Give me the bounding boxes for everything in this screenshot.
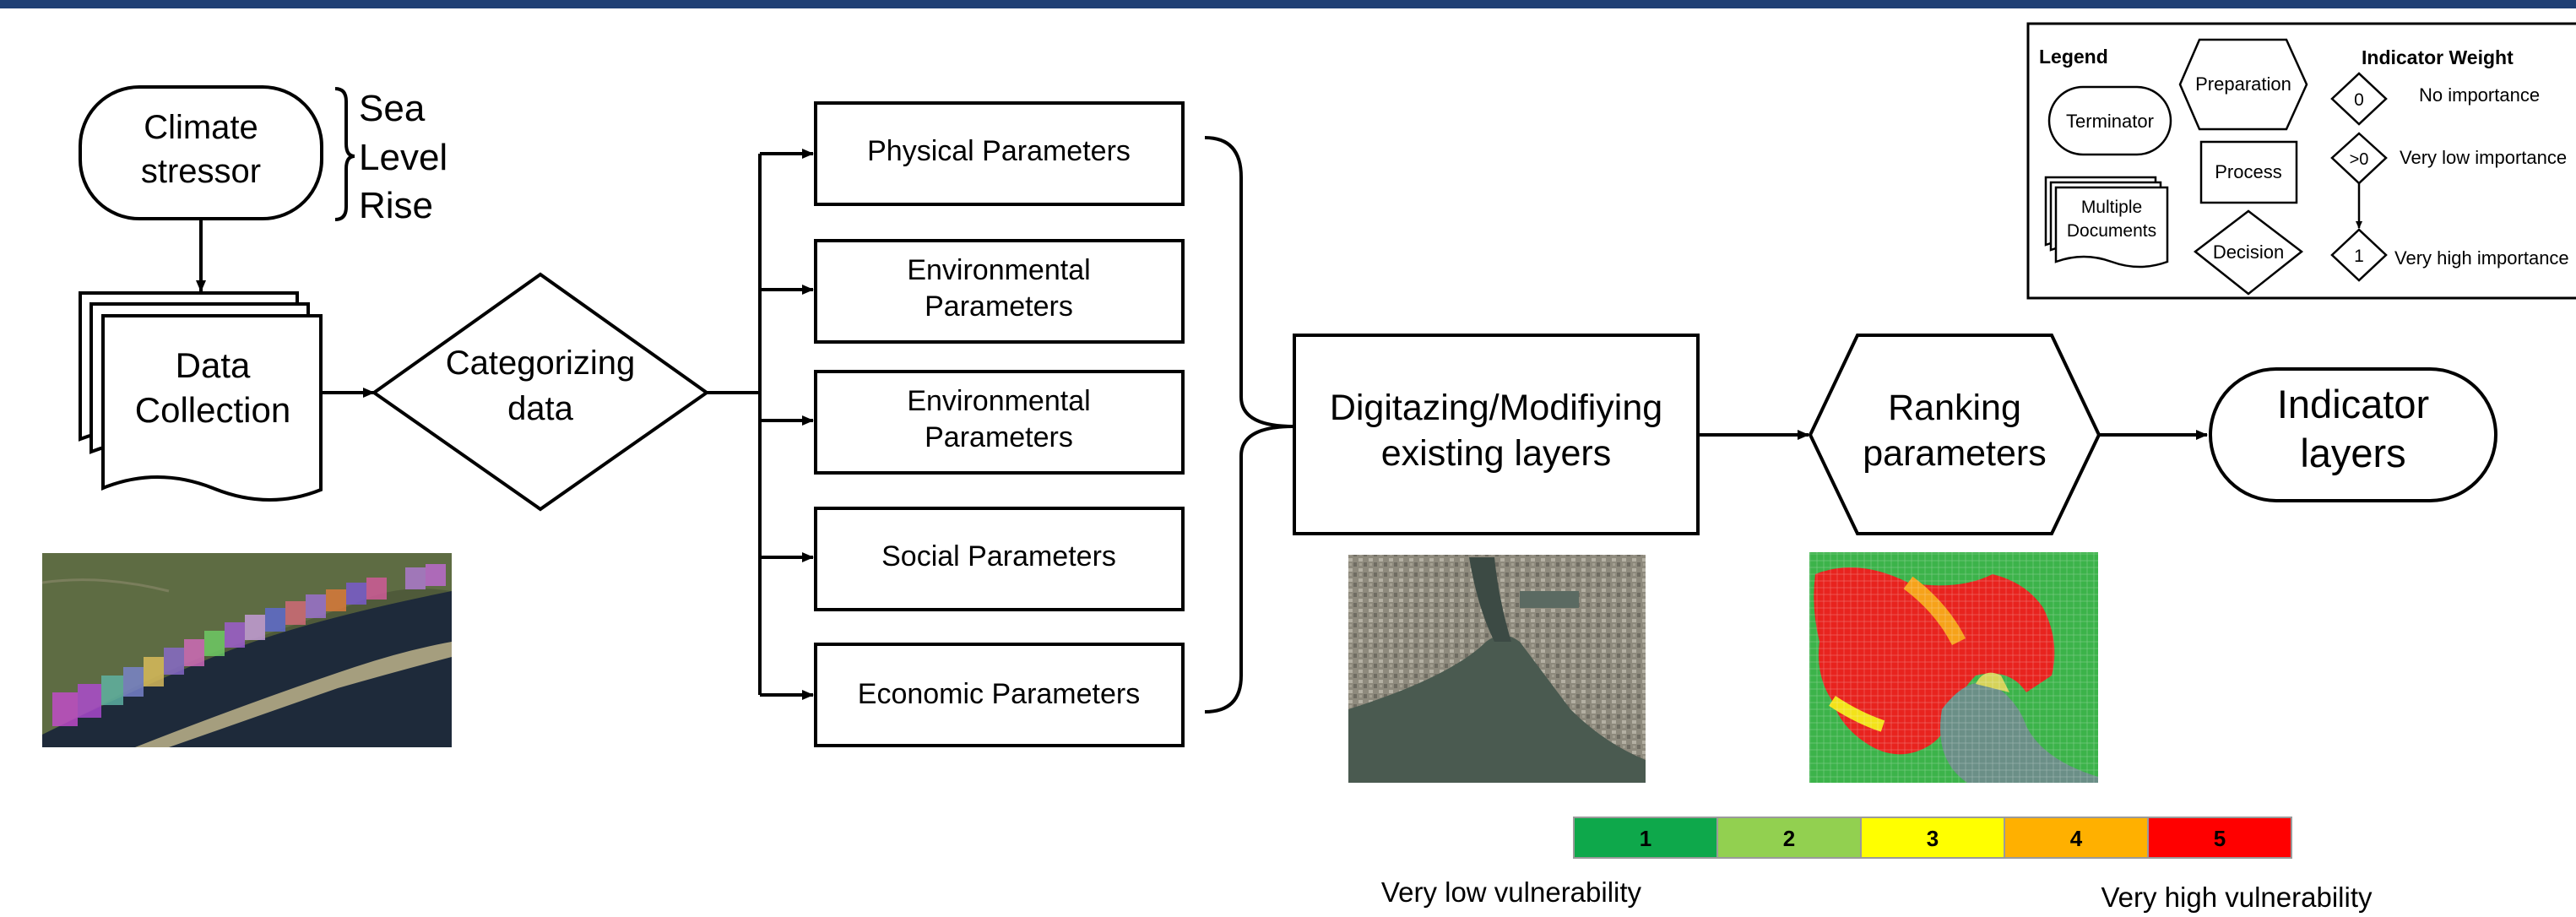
legend-terminator-label: Terminator	[2066, 111, 2154, 132]
coastline-color-zones	[52, 564, 446, 726]
parameter-box-environmental-2: Environmental Parameters	[814, 370, 1185, 475]
data-collection-multiple-documents: Data Collection	[79, 291, 323, 502]
legend-weight-zero-label: No importance	[2419, 84, 2540, 106]
legend-weight-low-label: Very low importance	[2400, 147, 2567, 168]
stressor-sea-label: Sea	[359, 88, 426, 129]
vulnerability-class-label-4: 4	[2070, 826, 2083, 851]
legend-preparation-label: Preparation	[2195, 73, 2291, 95]
indicator-layers-terminator: Indicator layers	[2209, 367, 2497, 502]
legend-weight-high: 1 Very high importance	[2330, 228, 2569, 282]
legend-preparation-shape: Preparation	[2178, 38, 2308, 131]
indicator-label-line1: Indicator	[2277, 382, 2429, 426]
legend-weight-low-symbol: >0	[2350, 150, 2369, 169]
indicator-label-line2: layers	[2300, 431, 2405, 475]
vulnerability-class-label-3: 3	[1927, 826, 1939, 851]
vulnerability-class-2	[1716, 817, 1862, 859]
vulnerability-high-label: Very high vulnerability	[2101, 882, 2373, 913]
vulnerability-scale-bar: 1 2 3 4 5 Very low vulnerability Very high v…	[1381, 817, 2373, 913]
climate-stressor-label-line1: Climate	[144, 109, 258, 146]
vulnerability-class-label-2: 2	[1783, 826, 1795, 851]
digitizing-label-line2: existing layers	[1381, 433, 1611, 474]
physical-parameters-label: Physical Parameters	[867, 135, 1131, 167]
legend-weight-high-label: Very high importance	[2394, 247, 2569, 269]
legend-title: Legend	[2039, 46, 2108, 68]
categorizing-label-line1: Categorizing	[446, 345, 636, 382]
harbor-satellite-image	[1348, 555, 1646, 783]
parameters-brace	[1204, 136, 1294, 714]
economic-parameters-label: Economic Parameters	[858, 678, 1140, 710]
environmental-parameters-1-line2: Parameters	[925, 290, 1073, 323]
vulnerability-class-1	[1573, 817, 1718, 859]
vulnerability-class-label-5: 5	[2214, 826, 2226, 851]
stressor-level-label: Level	[359, 137, 447, 178]
climate-stressor-terminator: Climate stressor	[79, 85, 323, 220]
vulnerability-class-4	[2004, 817, 2149, 859]
legend-process-label: Process	[2215, 161, 2281, 182]
ranking-label-line2: parameters	[1863, 433, 2046, 474]
vulnerability-low-label: Very low vulnerability	[1381, 876, 1642, 908]
ranking-preparation-hexagon: Ranking parameters	[1808, 334, 2101, 535]
legend-process-shape: Process	[2199, 140, 2298, 204]
parameter-box-environmental-1: Environmental Parameters	[814, 239, 1185, 344]
vulnerability-class-5	[2147, 817, 2292, 859]
social-parameters-label: Social Parameters	[881, 540, 1116, 572]
legend-multiple-documents-shape: Multiple Documents	[2044, 176, 2169, 269]
legend-weight-low: >0 Very low importance	[2330, 132, 2567, 185]
legend-multiple-documents-line1: Multiple	[2081, 198, 2142, 217]
legend-decision-shape: Decision	[2193, 209, 2304, 296]
digitizing-label-line1: Digitazing/Modifiying	[1330, 388, 1662, 428]
legend-decision-label: Decision	[2213, 241, 2284, 263]
environmental-parameters-2-line2: Parameters	[925, 421, 1073, 453]
top-banner-bar	[0, 0, 2576, 8]
data-collection-label-line1: Data	[176, 345, 251, 385]
legend-weight-title: Indicator Weight	[2362, 46, 2514, 68]
parameter-box-economic: Economic Parameters	[814, 643, 1185, 747]
ranking-label-line1: Ranking	[1888, 388, 2021, 428]
ranking-heatmap-image	[1809, 552, 2098, 783]
legend-weight-zero-symbol: 0	[2354, 90, 2364, 110]
data-collection-label-line2: Collection	[135, 390, 290, 430]
environmental-parameters-1-line1: Environmental	[907, 254, 1090, 286]
legend-weight-high-symbol: 1	[2354, 247, 2364, 266]
legend-weight-zero: 0 No importance	[2330, 72, 2540, 126]
decision-to-parameters-connectors	[707, 149, 814, 700]
digitizing-process-box: Digitazing/Modifiying existing layers	[1293, 334, 1700, 535]
categorizing-data-decision: Categorizing data	[371, 272, 710, 512]
stressor-brace	[334, 87, 355, 221]
legend-terminator-shape: Terminator	[2047, 85, 2172, 156]
parameter-box-physical: Physical Parameters	[814, 101, 1185, 206]
stressor-rise-label: Rise	[359, 185, 433, 226]
coastline-satellite-image	[41, 553, 452, 747]
environmental-parameters-2-line1: Environmental	[907, 385, 1090, 417]
categorizing-label-line2: data	[507, 390, 574, 427]
vulnerability-class-label-1: 1	[1640, 826, 1651, 851]
parameter-box-social: Social Parameters	[814, 507, 1185, 611]
legend-multiple-documents-line2: Documents	[2067, 221, 2156, 241]
climate-stressor-label-line2: stressor	[141, 153, 261, 190]
legend-box: Legend Terminator Preparation Multiple D…	[2026, 22, 2576, 300]
